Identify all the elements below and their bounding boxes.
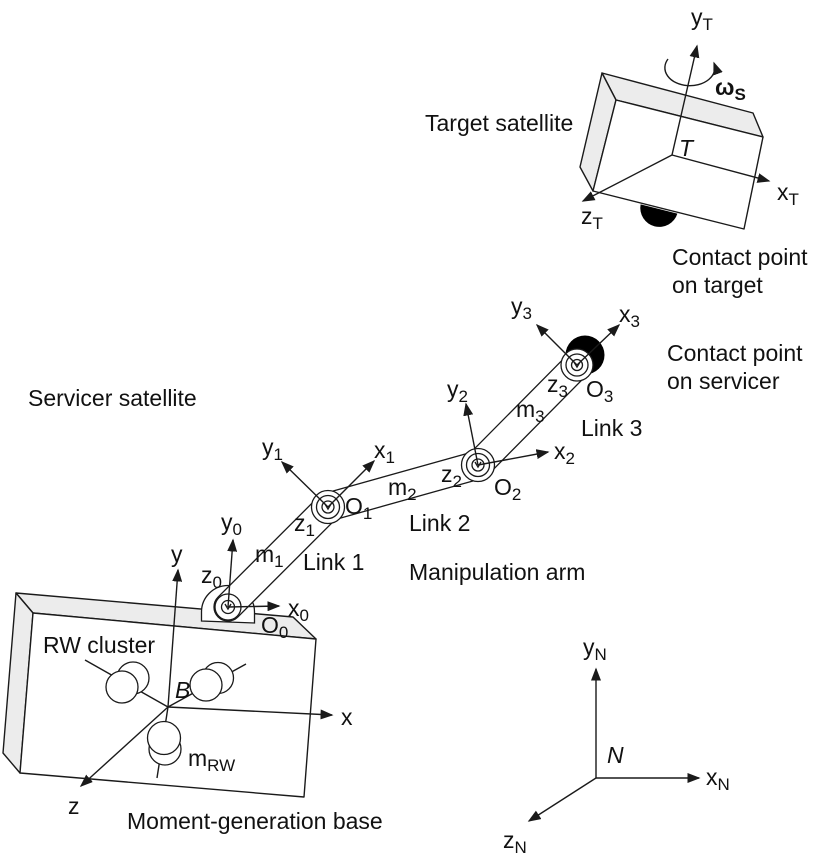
label-O1: O1 <box>345 493 373 523</box>
label-zT: zT <box>581 203 603 233</box>
label-x2: x2 <box>554 438 575 468</box>
label-xN: xN <box>706 764 730 794</box>
inertial-z-axis-arrow <box>527 777 597 822</box>
label-base-y: y <box>171 541 183 567</box>
frame1-x-arrow <box>327 459 376 508</box>
label-moment-generation-base: Moment-generation base <box>127 808 383 834</box>
label-z2: z2 <box>441 461 462 491</box>
label-yT: yT <box>691 4 713 34</box>
frame0-x-arrow <box>227 601 281 612</box>
label-manipulation-arm: Manipulation arm <box>409 559 586 585</box>
label-O2: O2 <box>494 474 522 504</box>
label-m-rw: mRW <box>188 745 236 775</box>
label-yN: yN <box>583 634 607 664</box>
label-m1: m1 <box>255 541 284 571</box>
rw-wheel-right-front <box>189 668 223 702</box>
inertial-frame-axes <box>527 667 701 822</box>
label-rw-cluster: RW cluster <box>43 632 156 658</box>
label-y3: y3 <box>511 293 532 323</box>
label-zN: zN <box>503 827 527 857</box>
label-target-satellite: Target satellite <box>425 110 574 136</box>
base-y-axis-arrow <box>167 568 183 708</box>
base-frame-axes <box>79 568 334 788</box>
target-z-axis-arrow <box>581 154 673 202</box>
label-z1: z1 <box>294 510 315 540</box>
label-link1: Link 1 <box>303 549 365 575</box>
label-y0: y0 <box>221 509 242 539</box>
frame3-x-arrow <box>576 323 621 366</box>
label-T-origin: T <box>679 135 694 161</box>
base-z-axis-arrow <box>79 706 169 788</box>
frame1-y-arrow <box>280 460 329 508</box>
target-y-axis-arrow <box>671 44 700 156</box>
frame0-y-arrow <box>227 538 238 608</box>
label-m2: m2 <box>388 474 417 504</box>
joint0-z-mark <box>224 603 232 611</box>
label-base-x: x <box>341 704 353 730</box>
label-m3: m3 <box>516 396 545 426</box>
label-base-z: z <box>68 793 80 819</box>
label-link2: Link 2 <box>409 510 471 536</box>
target-front-face <box>592 99 764 230</box>
joint-frame-axes <box>227 323 621 612</box>
label-y1: y1 <box>262 434 283 464</box>
label-servicer-satellite: Servicer satellite <box>28 385 197 411</box>
label-x3: x3 <box>619 301 640 331</box>
label-O0: O0 <box>261 612 289 642</box>
label-xT: xT <box>777 179 799 209</box>
rw-wheel-left-front <box>105 670 139 704</box>
label-N-origin: N <box>607 742 624 768</box>
label-link3: Link 3 <box>581 415 643 441</box>
target-satellite-box <box>579 44 771 230</box>
label-z0: z0 <box>201 562 222 592</box>
label-omega-s: ωS <box>715 74 746 104</box>
base-x-axis-arrow <box>167 706 334 720</box>
spin-rotation-arc <box>664 58 723 87</box>
target-x-axis-arrow <box>671 154 771 183</box>
rw-wheel-bottom-front <box>146 720 182 756</box>
label-z3: z3 <box>547 371 568 401</box>
label-y2: y2 <box>447 376 468 406</box>
frame2-x-arrow <box>477 449 550 466</box>
joint2-z-mark <box>474 461 482 469</box>
frame3-y-arrow <box>535 323 578 366</box>
frame2-y-arrow <box>463 402 479 466</box>
contact-point-target-dot <box>640 204 678 227</box>
label-x0: x0 <box>288 595 309 625</box>
label-x1: x1 <box>374 437 395 467</box>
label-O3: O3 <box>586 376 614 406</box>
rw-cluster-graphic <box>84 659 247 779</box>
label-B-origin: B <box>175 677 191 703</box>
